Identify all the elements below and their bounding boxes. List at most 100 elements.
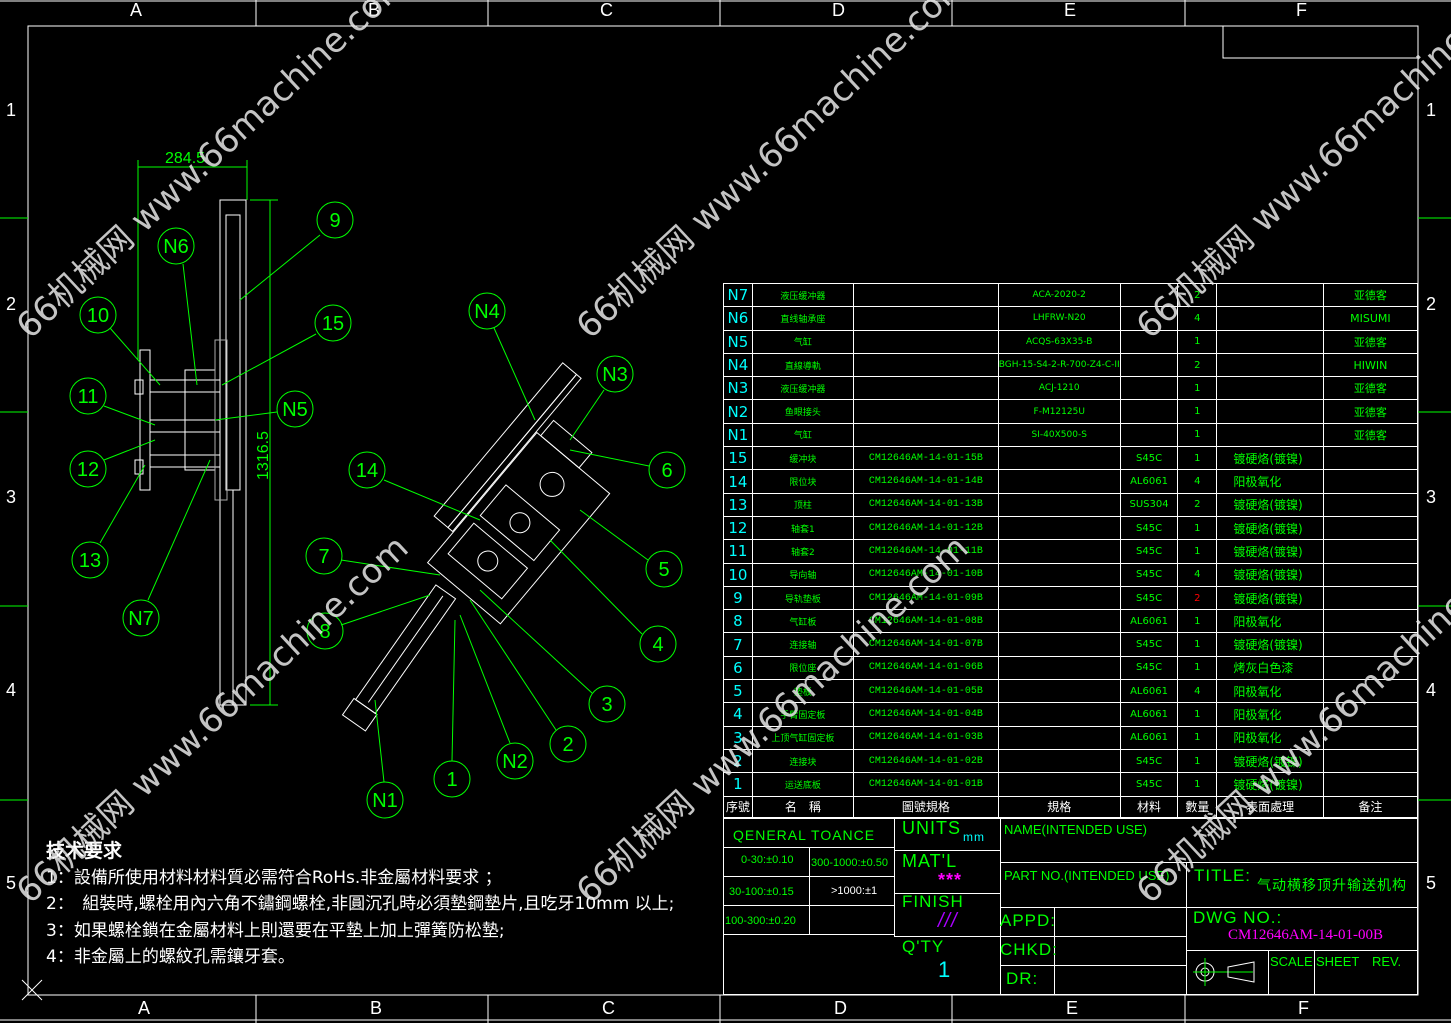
bom-cell-dwg: CM12646AM-14-01-15B bbox=[852, 446, 999, 471]
bom-header: 序號名 稱圖號規格規格材料數量表面處理备注 bbox=[723, 795, 1419, 818]
bom-cell-dwg bbox=[852, 306, 999, 331]
balloon-label: 13 bbox=[79, 550, 101, 572]
balloon-label: 10 bbox=[87, 305, 109, 327]
bom-cell-spec bbox=[997, 469, 1121, 494]
bom-cell-mat: AL6061 bbox=[1119, 469, 1179, 494]
balloon-label: N5 bbox=[282, 399, 308, 421]
balloon-label: 5 bbox=[658, 559, 669, 581]
bom-cell-qty: 1 bbox=[1177, 702, 1218, 727]
units-label: UNITS bbox=[902, 818, 961, 838]
bom-cell-fin bbox=[1216, 352, 1324, 378]
bom-cell-fin: 镀硬烙(镀镍) bbox=[1216, 492, 1324, 517]
bom-cell-fin: 镀硬烙(镀镍) bbox=[1216, 632, 1324, 657]
bom-cell-qty: 2 bbox=[1177, 492, 1218, 517]
general-tolerance-label: QENERAL TOANCE bbox=[733, 827, 876, 843]
bom-cell-qty: 1 bbox=[1177, 655, 1218, 681]
bom-cell-no: 10 bbox=[723, 562, 753, 587]
bom-cell-no: 1 bbox=[723, 772, 753, 797]
tolerance-100-300: 100-300:±0.20 bbox=[725, 915, 796, 927]
bom-cell-rem bbox=[1322, 585, 1419, 611]
bom-cell-fin: 镀硬烙(镀镍) bbox=[1216, 515, 1324, 541]
bom-cell-dwg bbox=[852, 352, 999, 378]
bom-cell-fin: 镀硬烙(镀镍) bbox=[1216, 585, 1324, 611]
bom-cell-no: 7 bbox=[723, 632, 753, 657]
notes-heading: 技术要求 bbox=[46, 840, 123, 862]
zone-row-2: 2 bbox=[6, 294, 17, 314]
zone-col-c: C bbox=[600, 0, 613, 20]
bom-cell-mat: S45C bbox=[1119, 772, 1179, 797]
bom-cell-no: N7 bbox=[723, 282, 753, 308]
bom-cell-mat bbox=[1119, 306, 1179, 331]
bom-cell-mat: AL6061 bbox=[1119, 609, 1179, 634]
bom-cell-mat bbox=[1119, 422, 1179, 448]
balloons bbox=[69, 201, 686, 819]
bom-cell-mat: S45C bbox=[1119, 655, 1179, 681]
bom-cell-qty: 1 bbox=[1177, 399, 1218, 424]
bom-cell-dwg: CM12646AM-14-01-08B bbox=[852, 609, 999, 634]
bom-cell-no: 9 bbox=[723, 585, 753, 611]
bom-cell-fin: 镀硬烙(镀镍) bbox=[1216, 562, 1324, 587]
bom-cell-qty: 1 bbox=[1177, 446, 1218, 471]
bom-cell-no: N2 bbox=[723, 399, 753, 424]
width-dimension: 284.5 bbox=[165, 150, 205, 167]
balloon-label: N4 bbox=[474, 301, 500, 323]
tolerance-0-30: 0-30:±0.10 bbox=[741, 854, 794, 866]
bom-cell-fin: 镀硬烙(镀镍) bbox=[1216, 446, 1324, 471]
bom-cell-spec bbox=[997, 725, 1121, 750]
zone-row-1: 1 bbox=[6, 100, 17, 120]
matl-value: *** bbox=[938, 870, 963, 890]
bom-cell-spec bbox=[997, 748, 1121, 774]
bom-cell-dwg: CM12646AM-14-01-11B bbox=[852, 539, 999, 564]
zone-row-1-right: 1 bbox=[1426, 100, 1437, 120]
bom-cell-spec: ACJ-1210 bbox=[997, 376, 1121, 401]
bom-cell-qty: 1 bbox=[1177, 515, 1218, 541]
bom-cell-dwg bbox=[852, 329, 999, 354]
finish-value: /// bbox=[938, 910, 958, 932]
bom-cell-name: 导向轴 bbox=[751, 562, 854, 587]
balloon-label: N6 bbox=[163, 236, 189, 258]
bom-cell-qty: 1 bbox=[1177, 376, 1218, 401]
bom-cell-no: 11 bbox=[723, 539, 753, 564]
balloon-label: 15 bbox=[322, 313, 344, 335]
units-value: mm bbox=[963, 830, 985, 844]
bom-cell-qty: 1 bbox=[1177, 609, 1218, 634]
bom-cell-name: 上顶气缸固定板 bbox=[751, 725, 854, 750]
bom-cell-dwg: CM12646AM-14-01-06B bbox=[852, 655, 999, 681]
iso-view bbox=[426, 362, 611, 625]
part-no-label: PART NO.(INTENDED USE) bbox=[1004, 868, 1170, 883]
bom-cell-rem bbox=[1322, 539, 1419, 564]
sheet-label: SHEET bbox=[1316, 954, 1360, 969]
bom-cell-rem bbox=[1322, 655, 1419, 681]
zone-row-4-right: 4 bbox=[1426, 680, 1437, 700]
height-dimension: 1316.5 bbox=[255, 431, 272, 480]
bom-cell-qty: 1 bbox=[1177, 748, 1218, 774]
bom-cell-mat bbox=[1119, 352, 1179, 378]
bom-cell-spec: F-M12125U bbox=[997, 399, 1121, 424]
bom-cell-spec bbox=[997, 446, 1121, 471]
bom-cell-no: N5 bbox=[723, 329, 753, 354]
finish-label: FINISH bbox=[902, 892, 964, 911]
zone-col-e-bottom: E bbox=[1066, 998, 1079, 1018]
bom-cell-mat: S45C bbox=[1119, 562, 1179, 587]
bom-cell-fin: 阳极氧化 bbox=[1216, 469, 1324, 494]
bom-cell-rem: 亚德客 bbox=[1322, 329, 1419, 354]
bom-cell-mat: SUS304 bbox=[1119, 492, 1179, 517]
bom-cell-name: 垫板 bbox=[751, 679, 854, 704]
bom-cell-mat: S45C bbox=[1119, 748, 1179, 774]
bom-cell-name: 直线轴承座 bbox=[751, 306, 854, 331]
zone-col-b-bottom: B bbox=[370, 998, 383, 1018]
bom-cell-spec bbox=[997, 702, 1121, 727]
bom-cell-fin bbox=[1216, 306, 1324, 331]
bom-cell-name: 鱼眼接头 bbox=[751, 399, 854, 424]
bom-cell-dwg: CM12646AM-14-01-01B bbox=[852, 772, 999, 797]
bom-header-rem: 备注 bbox=[1322, 795, 1419, 818]
bom-cell-no: 8 bbox=[723, 609, 753, 634]
